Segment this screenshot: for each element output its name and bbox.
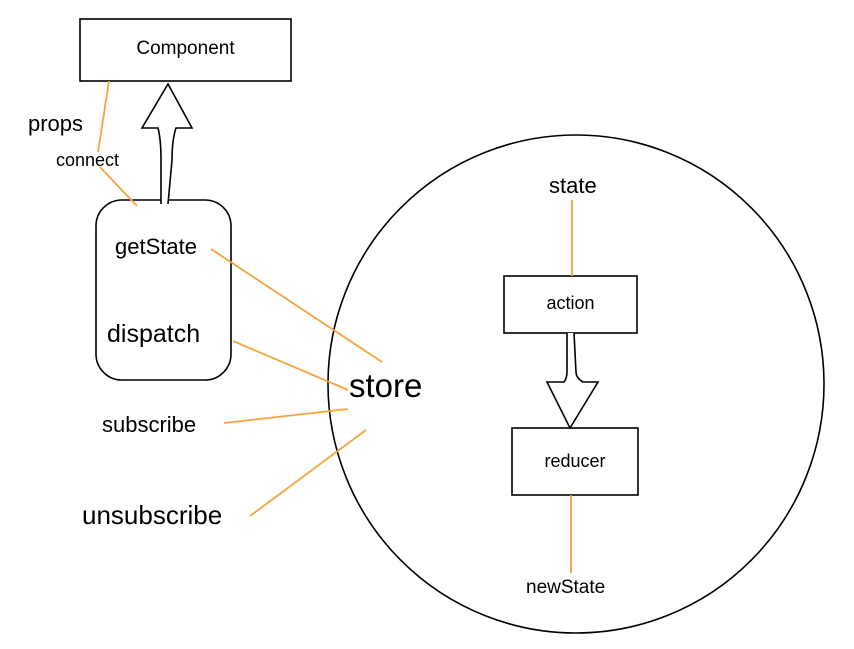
- store-api-box: [95, 199, 232, 381]
- action-box: [503, 275, 638, 334]
- state-label: state: [549, 173, 597, 198]
- dispatch-label: dispatch: [107, 320, 201, 348]
- unsubscribe-line: [249, 429, 367, 517]
- connector-lines: [97, 80, 573, 573]
- connect-line: [99, 166, 138, 207]
- getstate-label: getState: [115, 234, 197, 259]
- store-circle: [327, 134, 825, 634]
- props-label: props: [28, 111, 84, 136]
- action-to-reducer-arrow: [545, 332, 600, 430]
- subscribe-label: subscribe: [102, 412, 197, 437]
- newstate-label: newState: [526, 577, 606, 598]
- component-label: Component: [136, 38, 235, 59]
- reducer-box: [511, 427, 639, 496]
- subscribe-line: [223, 408, 349, 424]
- action-label: action: [546, 293, 595, 313]
- connect-label: connect: [56, 150, 120, 170]
- dispatch-line: [232, 340, 349, 391]
- getstate-line: [210, 248, 383, 363]
- reducer-label: reducer: [544, 451, 606, 471]
- unsubscribe-label: unsubscribe: [82, 500, 223, 530]
- component-box: [79, 18, 292, 82]
- store-label: store: [349, 367, 423, 404]
- connect-arrow: [140, 82, 194, 205]
- props-line: [97, 80, 110, 153]
